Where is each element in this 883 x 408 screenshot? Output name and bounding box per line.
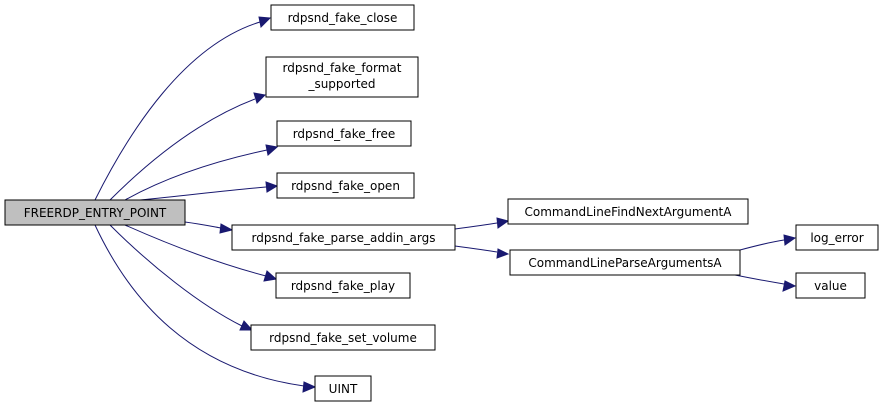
close-box bbox=[270, 4, 415, 31]
arrow-free bbox=[265, 144, 279, 156]
edge-root-to-set-volume bbox=[109, 224, 243, 327]
edge-root-to-close bbox=[94, 21, 261, 201]
open-box bbox=[276, 172, 415, 199]
free-box bbox=[276, 120, 412, 147]
arrow-format-supported bbox=[253, 92, 267, 104]
play-box bbox=[275, 272, 411, 299]
edge-parse-args-to-find-next bbox=[454, 222, 498, 230]
node-log-error[interactable]: log_error bbox=[795, 224, 879, 251]
find-next-box bbox=[507, 198, 749, 225]
node-parse-args[interactable]: rdpsnd_fake_parse_addin_args bbox=[231, 224, 456, 251]
node-open[interactable]: rdpsnd_fake_open bbox=[276, 172, 415, 199]
edge-root-to-open bbox=[139, 186, 267, 201]
arrow-find-next bbox=[496, 217, 510, 229]
format-supported-label-line2: _supported bbox=[307, 77, 375, 91]
set-volume-label: rdpsnd_fake_set_volume bbox=[269, 331, 417, 345]
node-set-volume[interactable]: rdpsnd_fake_set_volume bbox=[250, 324, 436, 351]
log-error-box bbox=[795, 224, 879, 251]
edge-root-to-parse-args bbox=[184, 221, 222, 229]
open-label: rdpsnd_fake_open bbox=[291, 179, 400, 193]
find-next-label: CommandLineFindNextArgumentA bbox=[525, 205, 733, 219]
edge-root-to-free bbox=[124, 149, 268, 201]
root-box bbox=[4, 199, 186, 226]
arrow-uint bbox=[302, 381, 317, 393]
node-value[interactable]: value bbox=[795, 272, 866, 299]
value-box bbox=[795, 272, 866, 299]
parse-arguments-label: CommandLineParseArgumentsA bbox=[528, 256, 722, 270]
node-close[interactable]: rdpsnd_fake_close bbox=[270, 4, 415, 31]
arrow-play bbox=[263, 270, 278, 282]
edge-root-to-uint bbox=[94, 224, 305, 387]
format-supported-box bbox=[265, 56, 419, 98]
play-label: rdpsnd_fake_play bbox=[291, 279, 395, 293]
node-free[interactable]: rdpsnd_fake_free bbox=[276, 120, 412, 147]
node-uint[interactable]: UINT bbox=[314, 375, 372, 402]
set-volume-box bbox=[250, 324, 436, 351]
uint-label: UINT bbox=[329, 382, 358, 396]
parse-arguments-box bbox=[509, 249, 741, 276]
arrow-log-error bbox=[783, 234, 797, 246]
edges bbox=[94, 16, 797, 393]
uint-box bbox=[314, 375, 372, 402]
parse-args-box bbox=[231, 224, 456, 251]
free-label: rdpsnd_fake_free bbox=[293, 127, 396, 141]
close-label: rdpsnd_fake_close bbox=[288, 11, 398, 25]
arrow-parse-args bbox=[219, 223, 234, 234]
edge-root-to-format-supported bbox=[109, 98, 256, 201]
value-label: value bbox=[814, 279, 847, 293]
parse-args-label: rdpsnd_fake_parse_addin_args bbox=[252, 231, 436, 245]
arrow-close bbox=[258, 16, 272, 29]
log-error-label: log_error bbox=[810, 231, 863, 245]
arrow-parse-arguments bbox=[496, 248, 510, 259]
arrow-open bbox=[265, 181, 279, 193]
node-find-next[interactable]: CommandLineFindNextArgumentA bbox=[507, 198, 749, 225]
node-play[interactable]: rdpsnd_fake_play bbox=[275, 272, 411, 299]
node-parse-arguments[interactable]: CommandLineParseArgumentsA bbox=[509, 249, 741, 276]
edge-parse-arguments-to-log-error bbox=[739, 239, 785, 251]
edge-root-to-play bbox=[124, 224, 267, 277]
node-format-supported[interactable]: rdpsnd_fake_format _supported bbox=[265, 56, 419, 98]
arrow-value bbox=[782, 280, 797, 292]
format-supported-label-line1: rdpsnd_fake_format bbox=[283, 61, 402, 75]
arrow-set-volume bbox=[239, 320, 254, 331]
node-root[interactable]: FREERDP_ENTRY_POINT bbox=[4, 199, 186, 226]
root-label: FREERDP_ENTRY_POINT bbox=[24, 206, 167, 220]
edge-parse-arguments-to-value bbox=[734, 274, 785, 285]
edge-parse-args-to-parse-arguments bbox=[454, 245, 498, 253]
